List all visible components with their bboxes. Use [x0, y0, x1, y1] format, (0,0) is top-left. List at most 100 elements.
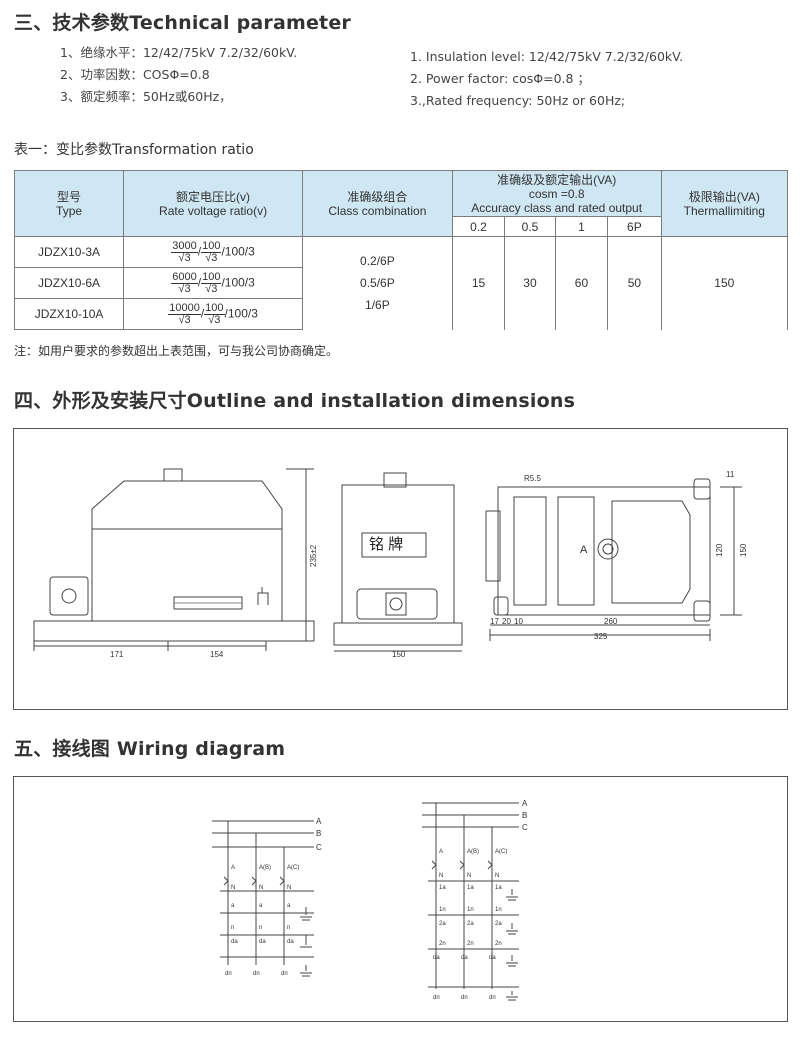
ratio-tail: /100/3 — [221, 275, 255, 290]
winding-label: dn — [489, 995, 496, 1001]
bus-label: A — [522, 799, 528, 808]
winding-label: A — [231, 865, 235, 871]
header-type-en: Type — [56, 203, 83, 218]
numerator: 6000 — [171, 270, 198, 284]
fraction: 100√3 — [201, 271, 222, 295]
right-winding-labels: A A(B) A(C) N N N 1a 1a 1a 1n 1n 1n 2a 2… — [433, 849, 507, 1001]
nameplate-label: 铭 牌 — [369, 536, 403, 553]
numerator: 100 — [201, 239, 222, 253]
denominator: √3 — [178, 282, 191, 295]
header-acc-cn: 准确级及额定输出(VA) — [497, 172, 617, 187]
winding-label: A(C) — [287, 865, 299, 871]
param-cn-line: 3、额定频率：50Hz或60Hz， — [60, 89, 232, 104]
header-class-en: Class combination — [328, 203, 427, 218]
dim-label: 171 — [110, 650, 124, 659]
winding-label: 2a — [439, 921, 446, 927]
section-title-technical: 三、技术参数Technical parameter — [14, 12, 351, 34]
fraction: 100√3 — [201, 239, 222, 264]
winding-label: A — [439, 849, 443, 855]
sub-header: 6P — [607, 216, 662, 237]
dim-label: 260 — [604, 617, 618, 626]
winding-label: a — [287, 903, 291, 909]
winding-label: A(B) — [467, 849, 479, 855]
winding-label: da — [433, 955, 440, 961]
dim-label: A — [580, 544, 588, 556]
winding-label: 1a — [439, 885, 446, 891]
fraction: 100√3 — [204, 302, 225, 326]
cell-type: JDZX10-10A — [13, 298, 125, 330]
header-type-cn: 型号 — [57, 189, 82, 204]
winding-label: 2a — [467, 921, 474, 927]
header-ratio-en: Rate voltage ratio(v) — [159, 203, 268, 218]
header-ratio-cn: 额定电压比(v) — [176, 189, 251, 204]
wiring-diagram: A B C A B C A A(B) A(C) N N N a a a n n … — [212, 799, 528, 1001]
param-cn-line: 2、功率因数：COSΦ=0.8 — [60, 67, 210, 82]
winding-label: dn — [461, 995, 468, 1001]
front-view — [33, 468, 315, 651]
class-item: 0.5/6P — [360, 276, 395, 291]
winding-label: 1a — [467, 885, 474, 891]
denominator: √3 — [208, 313, 221, 326]
params-cn: 1、绝缘水平：12/42/75kV 7.2/32/60kV. 2、功率因数：CO… — [60, 42, 297, 108]
winding-label: da — [259, 939, 266, 945]
table-note: 注：如用户要求的参数超出上表范围，可与我公司协商确定。 — [14, 344, 339, 358]
winding-label: 1n — [439, 907, 446, 913]
winding-label: N — [287, 885, 291, 891]
class-item: 1/6P — [365, 298, 390, 313]
dim-label: R5.5 — [524, 474, 541, 483]
cell-output: 60 — [554, 236, 609, 330]
dim-label: 325 — [594, 632, 608, 641]
ratio-tail: /100/3 — [221, 244, 255, 259]
winding-label: da — [489, 955, 496, 961]
bus-label: B — [522, 811, 527, 820]
winding-label: dn — [225, 971, 232, 977]
winding-label: a — [231, 903, 235, 909]
left-winding-labels: A A(B) A(C) N N N a a a n n n da da da d… — [225, 865, 299, 977]
dim-label: 235±2 — [309, 544, 318, 567]
cell-type: JDZX10-6A — [13, 267, 125, 299]
slash: / — [200, 306, 205, 321]
winding-label: n — [231, 925, 234, 931]
cell-ratio: 10000√3/100√3/100/3 — [123, 298, 304, 330]
dim-label: 17 — [490, 617, 499, 626]
denominator: √3 — [178, 251, 191, 264]
header-limit-cn: 极限输出(VA) — [688, 189, 760, 204]
winding-label: 2n — [495, 941, 502, 947]
bus-label: C — [316, 843, 322, 852]
top-view — [485, 478, 742, 641]
winding-label: N — [439, 873, 443, 879]
winding-label: a — [259, 903, 263, 909]
fraction: 3000√3 — [171, 239, 198, 264]
cell-ratio: 3000√3/100√3/100/3 — [123, 236, 304, 268]
slash: / — [197, 275, 202, 290]
winding-label: n — [259, 925, 262, 931]
section-title-wiring: 五、接线图 Wiring diagram — [14, 738, 286, 760]
bus-label: B — [316, 829, 321, 838]
bus-label: C — [522, 823, 528, 832]
param-en-line: 2. Power factor: cosΦ=0.8 ； — [410, 71, 590, 86]
sub-header: 0.2 — [451, 216, 506, 237]
winding-label: dn — [281, 971, 288, 977]
numerator: 3000 — [171, 239, 198, 253]
sub-header: 1 — [554, 216, 609, 237]
winding-label: N — [259, 885, 263, 891]
winding-label: 1n — [495, 907, 502, 913]
winding-label: 1n — [467, 907, 474, 913]
slash: / — [197, 244, 202, 259]
dim-label: 120 — [715, 543, 724, 557]
fraction: 10000√3 — [168, 302, 201, 326]
winding-label: 2n — [467, 941, 474, 947]
denominator: √3 — [178, 313, 191, 326]
header-limit: 极限输出(VA)Thermallimiting — [660, 170, 789, 237]
param-cn-line: 1、绝缘水平：12/42/75kV 7.2/32/60kV. — [60, 45, 298, 60]
winding-label: da — [461, 955, 468, 961]
dim-label: 11 — [726, 470, 735, 479]
dim-label: 10 — [514, 617, 523, 626]
cell-type: JDZX10-3A — [13, 236, 125, 268]
header-acc-en: Accuracy class and rated output — [471, 200, 643, 215]
wiring-diagram-frame: A B C A B C A A(B) A(C) N N N a a a n n … — [13, 776, 788, 1022]
fraction: 6000√3 — [171, 270, 198, 295]
